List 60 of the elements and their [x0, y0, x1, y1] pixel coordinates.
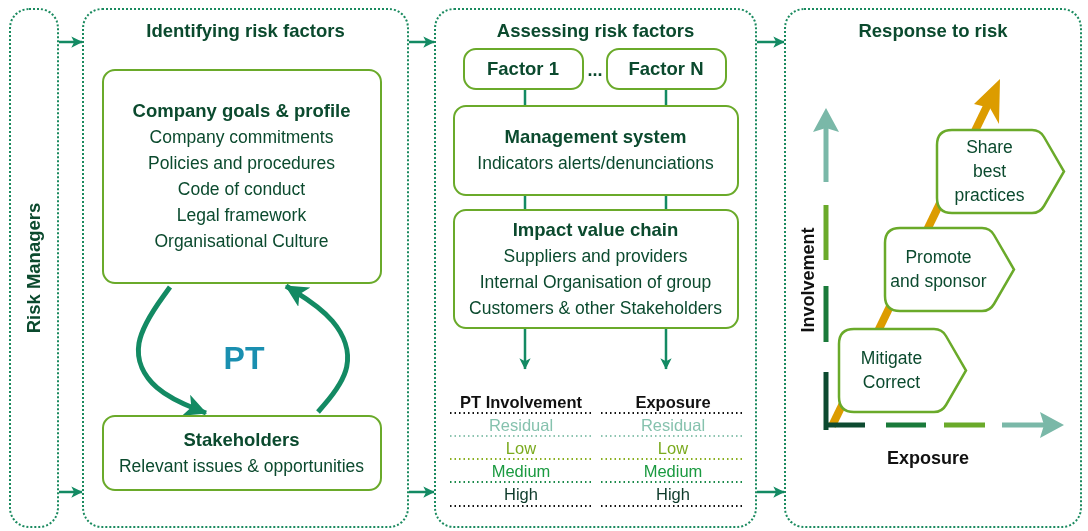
rounded-box — [452, 208, 739, 329]
arrow — [284, 283, 351, 414]
rounded-box — [605, 47, 727, 90]
dotted-panel — [784, 8, 1082, 528]
box-heading: Factor N — [628, 56, 704, 81]
table-cell: Low — [657, 438, 689, 458]
box-text: Company commitments — [149, 126, 334, 149]
table-cell: Residual — [640, 415, 706, 435]
arrow — [757, 486, 785, 498]
arrow — [135, 285, 208, 416]
box-text: Indicators alerts/denunciations — [477, 152, 714, 175]
rounded-box — [101, 68, 382, 284]
arrow — [59, 486, 83, 498]
arrow — [409, 36, 435, 48]
axis-label: Involvement — [797, 227, 819, 333]
box-text: Share best practices — [953, 136, 1026, 207]
table-cell: Low — [505, 438, 537, 458]
ellipsis-text: ... — [587, 59, 603, 81]
pentagon-box — [837, 327, 968, 413]
table-header: PT Involvement — [460, 392, 582, 412]
box-text: Organisational Culture — [154, 230, 329, 253]
dotted-panel — [9, 8, 59, 528]
box-text: Suppliers and providers — [503, 244, 688, 268]
panel-title: Assessing risk factors — [495, 20, 696, 42]
box-heading: Company goals & profile — [132, 99, 351, 123]
box-text: Legal framework — [176, 204, 307, 227]
box-text: Policies and procedures — [148, 152, 335, 175]
table-cell: Residual — [488, 415, 554, 435]
box-heading: Impact value chain — [512, 217, 679, 242]
box-text: Code of conduct — [177, 178, 306, 201]
rounded-box — [452, 104, 739, 196]
pentagon-box — [935, 128, 1066, 214]
rounded-box — [462, 47, 584, 90]
arrow — [519, 329, 531, 370]
table-cell: High — [504, 484, 538, 504]
panel-title: Risk Managers — [22, 202, 45, 334]
dotted-panel — [82, 8, 409, 528]
table-header: Exposure — [635, 392, 711, 412]
table-cell: Medium — [491, 461, 551, 481]
pentagon-box — [883, 226, 1016, 312]
box-text: Relevant issues & opportunities — [118, 454, 365, 478]
dotted-panel — [434, 8, 757, 528]
box-text: Promote and sponsor — [889, 246, 988, 293]
arrow — [757, 36, 785, 48]
box-heading: Management system — [504, 125, 687, 149]
box-text: Mitigate Correct — [859, 347, 924, 394]
arrow — [409, 486, 435, 498]
panel-title: Response to risk — [857, 20, 1009, 42]
box-text: Customers & other Stakeholders — [469, 296, 722, 320]
box-heading: Stakeholders — [183, 427, 300, 452]
panel-title: Identifying risk factors — [145, 20, 346, 42]
axis-label: Exposure — [887, 447, 969, 469]
box-heading: Factor 1 — [487, 56, 559, 81]
table-cell: Medium — [643, 461, 703, 481]
table-cell: High — [656, 484, 690, 504]
box-text: Internal Organisation of group — [479, 270, 712, 294]
center-label: PT — [223, 339, 265, 377]
rounded-box — [101, 414, 382, 491]
arrow — [660, 329, 672, 370]
arrow — [59, 36, 83, 48]
